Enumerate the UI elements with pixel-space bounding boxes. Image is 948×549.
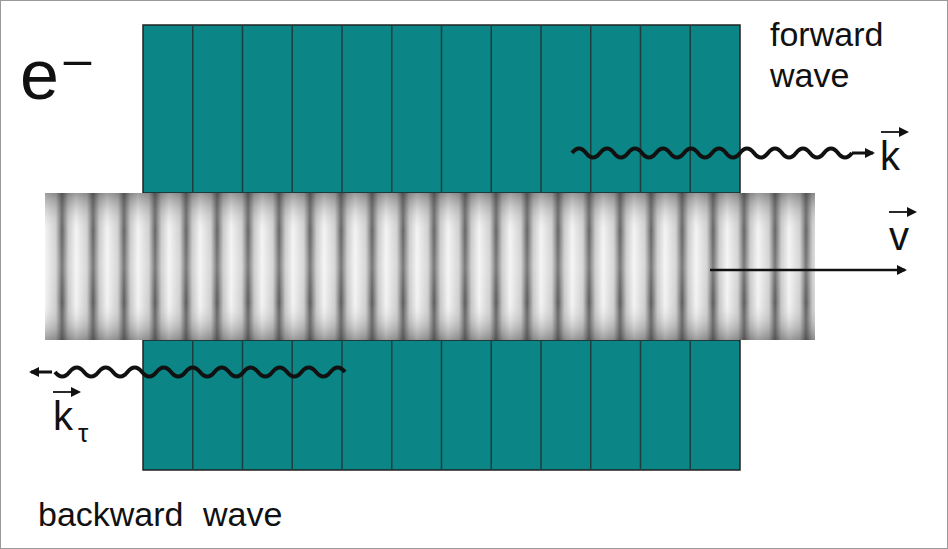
wave-vector-label: k [880, 136, 900, 176]
electron-label: e⁻ [20, 40, 96, 110]
backward-wave-head [31, 371, 52, 374]
forward-wave-label: forward wave [770, 14, 910, 96]
electron-beam [45, 193, 815, 340]
wave-vector-label: k [53, 396, 73, 436]
velocity-label: v [889, 216, 909, 256]
vector-mark-k [881, 131, 907, 133]
vector-mark-k-tau [53, 391, 79, 393]
beam-shading [45, 193, 815, 340]
velocity-arrow [710, 269, 905, 272]
forward-wave-arrow [572, 149, 852, 158]
vector-mark-v [889, 211, 915, 213]
backward-wave-label: backward wave [38, 497, 282, 531]
forward-wave-head [852, 152, 873, 155]
backward-wave-arrow [55, 368, 345, 377]
tau-subscript: τ [78, 420, 88, 446]
